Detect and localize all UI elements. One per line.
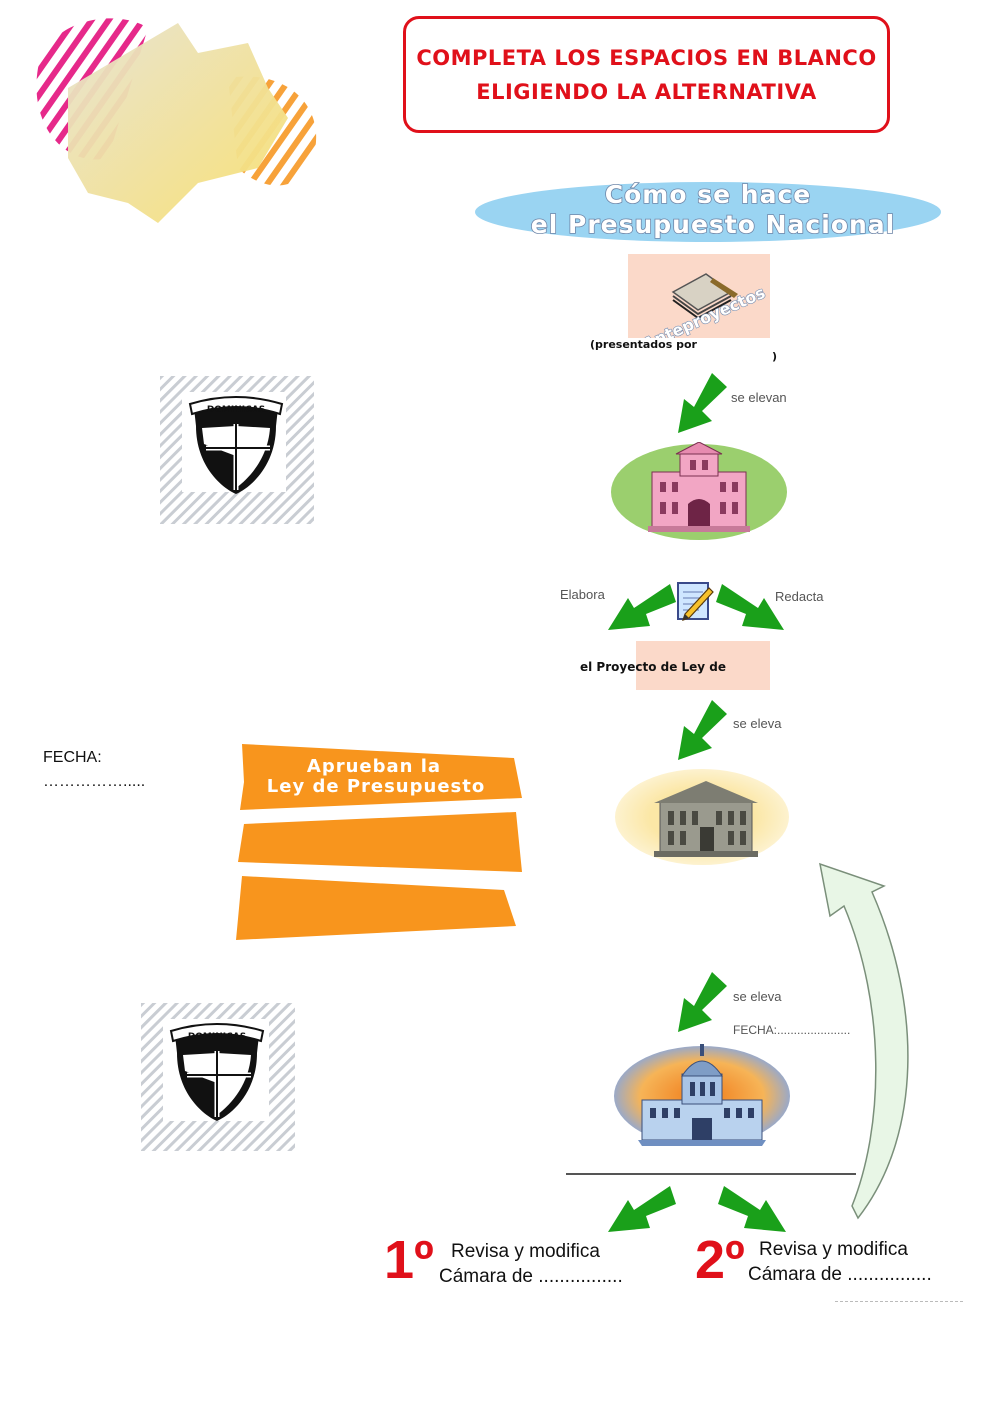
label-elabora: Elabora bbox=[560, 587, 605, 602]
proyecto-card-bg bbox=[636, 641, 770, 690]
document-stack-icon bbox=[671, 273, 738, 320]
step-2-line-1: Revisa y modifica bbox=[759, 1239, 908, 1260]
government-building-2 bbox=[615, 769, 789, 865]
step-1-line-2: Cámara de ................ bbox=[439, 1266, 623, 1287]
aprueban-strips: Aprueban la Ley de Presupuesto bbox=[236, 744, 522, 940]
anteproyectos-caption: (presentados por bbox=[590, 338, 697, 351]
down-arrow-1 bbox=[678, 373, 727, 433]
down-arrow-3 bbox=[678, 972, 727, 1032]
banner-line-2: el Presupuesto Nacional bbox=[531, 210, 895, 239]
split-arrows-2 bbox=[608, 1186, 786, 1232]
step-2-line-2: Cámara de ................ bbox=[748, 1264, 932, 1285]
dominicas-crest-bottom: DOMINICAS bbox=[141, 1003, 295, 1151]
fecha-left-label: FECHA: bbox=[43, 749, 102, 766]
step-1-number: 1º bbox=[384, 1230, 434, 1290]
step-1-line-1: Revisa y modifica bbox=[451, 1241, 600, 1262]
dominicas-crest-top: DOMINICAS bbox=[160, 376, 314, 524]
title-line-1: COMPLETA LOS ESPACIOS EN BLANCO bbox=[416, 45, 877, 70]
government-building-1 bbox=[611, 442, 787, 540]
aprueban-line-1: Aprueban la bbox=[307, 756, 441, 777]
step-2-number: 2º bbox=[695, 1230, 745, 1290]
title-line-2: ELIGIENDO LA ALTERNATIVA bbox=[476, 79, 817, 104]
crest-top-text: DOMINICAS bbox=[207, 405, 265, 415]
aprueban-strip-2 bbox=[238, 812, 522, 872]
label-redacta: Redacta bbox=[775, 589, 824, 604]
proyecto-label: el Proyecto de Ley de bbox=[580, 660, 727, 674]
label-se-elevan: se elevan bbox=[731, 390, 787, 405]
label-fecha-right: FECHA:...................... bbox=[733, 1023, 851, 1037]
aprueban-strip-3 bbox=[236, 876, 516, 940]
proyecto-card: el Proyecto de Ley de bbox=[576, 641, 770, 690]
fecha-left-dots: ……………..... bbox=[43, 773, 146, 790]
anteproyectos-card: Anteproyectos bbox=[628, 254, 770, 338]
return-curved-arrow bbox=[819, 862, 909, 1220]
anteproyectos-caption-close: ) bbox=[772, 350, 778, 363]
label-se-eleva-1: se eleva bbox=[733, 716, 782, 731]
aprueban-strip-1 bbox=[240, 744, 522, 810]
instructions-title-box: COMPLETA LOS ESPACIOS EN BLANCO ELIGIEND… bbox=[403, 16, 890, 133]
crest-bottom-text: DOMINICAS bbox=[188, 1032, 246, 1042]
dotted-underline bbox=[835, 1301, 963, 1302]
decorative-scribble bbox=[36, 18, 317, 223]
divider-line bbox=[566, 1173, 856, 1175]
split-arrows-1 bbox=[608, 584, 784, 630]
notepad-pencil-icon bbox=[677, 582, 714, 621]
down-arrow-2 bbox=[678, 700, 727, 760]
congress-building bbox=[614, 1044, 790, 1146]
fecha-left: FECHA: ……………..... bbox=[43, 746, 145, 794]
banner-line-1: Cómo se hace bbox=[605, 180, 811, 209]
aprueban-line-2: Ley de Presupuesto bbox=[267, 776, 485, 797]
label-se-eleva-2: se eleva bbox=[733, 989, 782, 1004]
banner-como-se-hace: Cómo se hace el Presupuesto Nacional bbox=[475, 179, 941, 242]
